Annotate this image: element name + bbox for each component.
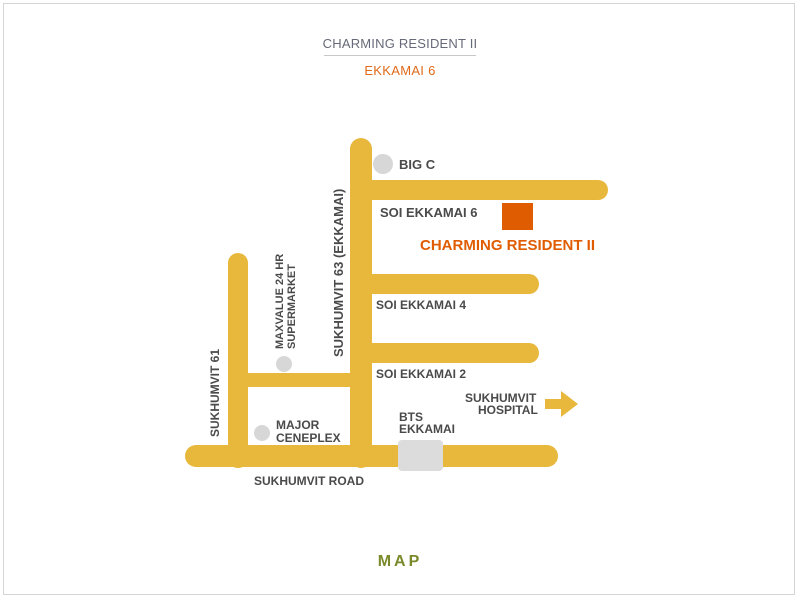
hospital-label-line1: SUKHUMVIT	[465, 391, 537, 405]
maxvalue-label-line2: SUPERMARKET	[286, 264, 298, 349]
maxvalue-marker	[276, 356, 292, 372]
road-sukhumvit	[185, 445, 558, 467]
page-title: CHARMING RESIDENT II	[322, 36, 478, 51]
road-soi-ekkamai-4	[350, 274, 539, 294]
sukhumvit-road-label: SUKHUMVIT ROAD	[254, 474, 364, 488]
big-c-marker	[373, 154, 393, 174]
sukhumvit-63-label: SUKHUMVIT 63 (EKKAMAI)	[331, 188, 346, 357]
road-soi-ekkamai-6	[350, 180, 608, 200]
road-connector	[238, 373, 362, 387]
major-label-line1: MAJOR	[276, 418, 320, 432]
header-divider	[324, 55, 476, 56]
soi-ekkamai-4-label: SOI EKKAMAI 4	[376, 298, 467, 312]
sukhumvit-61-label: SUKHUMVIT 61	[208, 348, 222, 437]
road-soi-ekkamai-2	[350, 343, 539, 363]
road-sukhumvit-61	[228, 253, 248, 468]
destination-label: CHARMING RESIDENT II	[420, 237, 596, 254]
major-ceneplex-marker	[254, 425, 270, 441]
maxvalue-label-line1: MAXVALUE 24 HR	[274, 253, 286, 349]
soi-ekkamai-6-label: SOI EKKAMAI 6	[380, 205, 478, 220]
major-label-line2: CENEPLEX	[276, 431, 341, 445]
map-footer-label: MAP	[377, 553, 423, 570]
bts-label-line2: EKKAMAI	[399, 422, 455, 436]
big-c-label: BIG C	[399, 157, 436, 172]
arrow-right-icon	[545, 391, 578, 417]
bts-station-marker	[398, 440, 443, 471]
destination-marker	[502, 203, 533, 230]
page-subtitle: EKKAMAI 6	[364, 63, 436, 78]
hospital-label-line2: HOSPITAL	[478, 403, 538, 417]
page-frame	[3, 3, 795, 595]
bts-label-line1: BTS	[399, 410, 423, 424]
soi-ekkamai-2-label: SOI EKKAMAI 2	[376, 367, 467, 381]
